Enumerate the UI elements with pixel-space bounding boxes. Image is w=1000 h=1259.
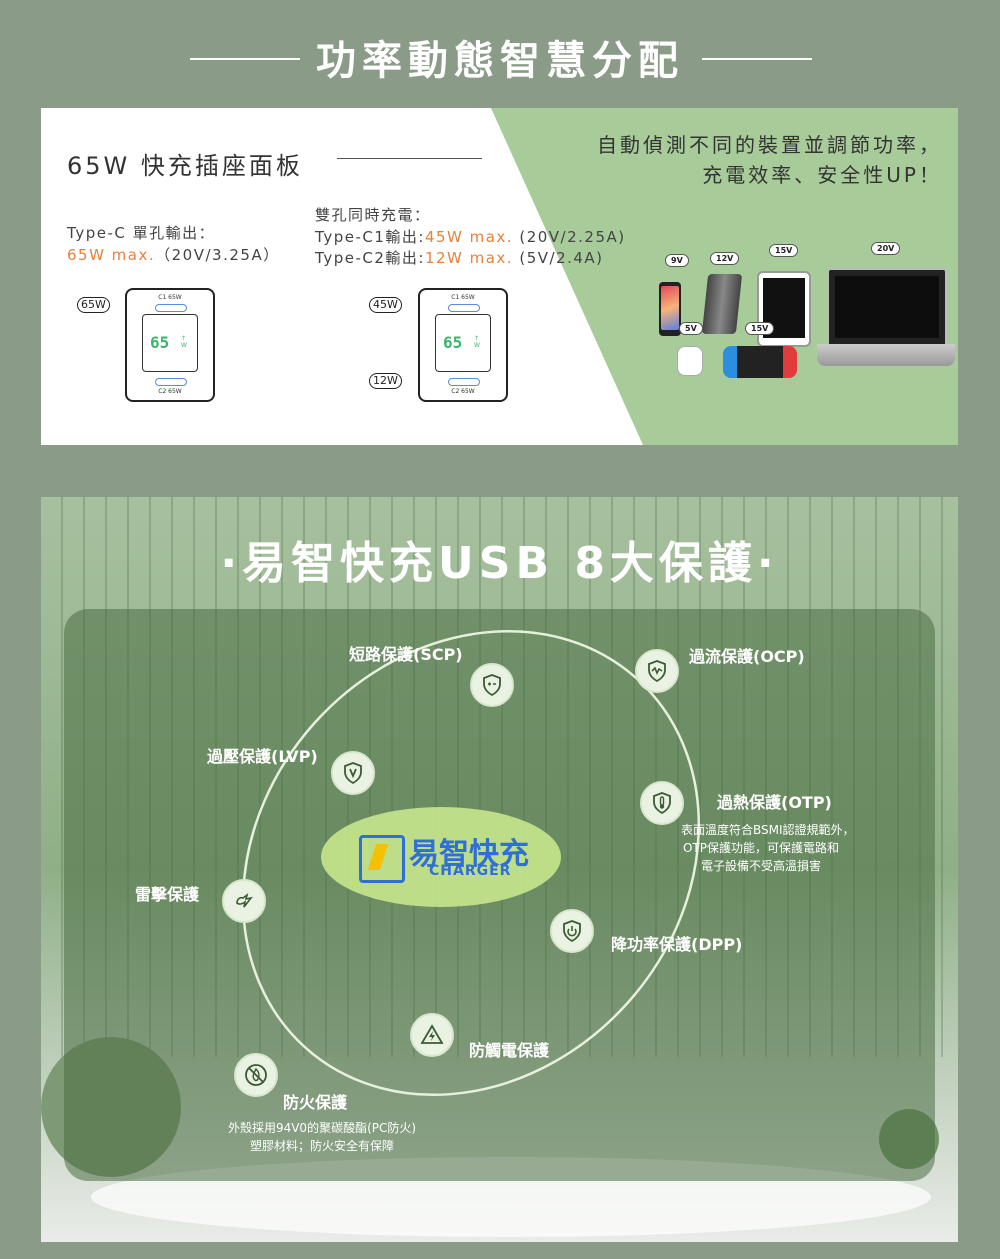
power-distribution-panel: 65W 快充插座面板 Type-C 單孔輸出： 65W max.（20V/3.2… [41, 108, 958, 445]
display-unit: ↑W [474, 335, 480, 349]
title-line-right [702, 58, 812, 60]
protections-panel: ·易智快充USB 8大保護· 易智快充 CHARGER 短路保護(SCP) 過流… [41, 497, 958, 1242]
ez-logo-icon [359, 835, 405, 883]
shield-v-icon [331, 751, 375, 795]
dual-c1-line: Type-C1輸出:45W max. (20V/2.25A) [315, 226, 626, 247]
c1-port-label: C1 65W [158, 294, 182, 301]
c1-prefix: Type-C1輸出: [315, 228, 425, 246]
c2-max: 12W max. [424, 249, 514, 267]
title-line-left [190, 58, 300, 60]
display-screen: 65 ↑W [435, 314, 491, 372]
display-screen: 65 ↑W [142, 314, 198, 372]
thermometer-shield-icon [640, 781, 684, 825]
label-dpp: 降功率保護(DPP) [611, 935, 743, 954]
c2-prefix: Type-C2輸出: [315, 249, 425, 267]
brand-name: 易智快充 [409, 837, 529, 872]
c2-port-label: C2 65W [451, 388, 475, 395]
label-fire: 防火保護 [283, 1093, 348, 1112]
display-value: 65 [443, 333, 463, 352]
earbuds-icon [677, 346, 703, 376]
tablet-icon [757, 271, 811, 347]
label-lightning: 雷擊保護 [135, 885, 200, 904]
c1-max: 45W max. [424, 228, 514, 246]
badge-15v-tablet: 15V [769, 244, 799, 257]
single-output-max: 65W max. [67, 246, 156, 264]
section2-title: ·易智快充USB 8大保護· [220, 538, 779, 589]
charger-socket-single: C1 65W 65 ↑W C2 65W [125, 288, 215, 402]
single-output-value: 65W max.（20V/3.25A） [67, 244, 280, 265]
no-fire-icon [234, 1053, 278, 1097]
charger-socket-dual: C1 65W 65 ↑W C2 65W [418, 288, 508, 402]
shield-wave-icon [635, 649, 679, 693]
label-otp: 過熱保護(OTP) [717, 793, 832, 812]
badge-15v-console: 15V [745, 322, 775, 335]
auto-detect-line1: 自動偵測不同的裝置並調節功率， [597, 133, 942, 157]
c2-port-label: C2 65W [158, 388, 182, 395]
usb-c-port-icon [448, 304, 480, 312]
label-ocp: 過流保護(OCP) [689, 647, 805, 666]
badge-9v: 9V [665, 254, 689, 267]
shield-plus-minus-icon [470, 663, 514, 707]
pill-65w: 65W [77, 297, 110, 313]
c1-port-label: C1 65W [451, 294, 475, 301]
otp-description: 表面溫度符合BSMI認證規範外， OTP保護功能，可保護電路和 電子設備不受高溫… [681, 823, 855, 873]
brand-sub: CHARGER [429, 863, 512, 879]
c2-spec: (5V/2.4A) [519, 249, 604, 267]
dual-output-label: 雙孔同時充電： [315, 206, 431, 224]
heading-underline [337, 158, 482, 159]
display-unit: ↑W [181, 335, 187, 349]
game-console-icon [723, 346, 797, 378]
display-value: 65 [150, 333, 170, 352]
c1-spec: (20V/2.25A) [519, 228, 626, 246]
laptop-icon [827, 268, 947, 348]
fire-description: 外殼採用94V0的聚碳酸酯(PC防火) 塑膠材料；防火安全有保障 [227, 1121, 417, 1153]
electric-warning-icon [410, 1013, 454, 1057]
auto-detect-line2: 充電效率、安全性UP！ [702, 163, 942, 187]
pill-45w: 45W [369, 297, 402, 313]
badge-12v: 12V [710, 252, 740, 265]
auto-detect-text: 自動偵測不同的裝置並調節功率， 充電效率、安全性UP！ [597, 130, 942, 190]
smartphone-icon [659, 282, 681, 336]
label-lvp: 過壓保護(LVP) [207, 747, 318, 766]
usb-c-port-icon [155, 378, 187, 386]
single-output-spec: （20V/3.25A） [155, 246, 280, 264]
lightning-hand-icon [222, 879, 266, 923]
dual-c2-line: Type-C2輸出:12W max. (5V/2.4A) [315, 247, 604, 268]
single-output-label: Type-C 單孔輸出： [67, 224, 216, 242]
badge-20v: 20V [871, 242, 901, 255]
label-scp: 短路保護(SCP) [349, 645, 463, 664]
usb-c-port-icon [155, 304, 187, 312]
panel-heading: 65W 快充插座面板 [67, 152, 303, 180]
pill-12w: 12W [369, 373, 402, 389]
label-shock: 防觸電保護 [469, 1041, 550, 1060]
badge-5v: 5V [679, 322, 703, 335]
powerbank-icon [701, 274, 743, 334]
usb-c-port-icon [448, 378, 480, 386]
section1-title: 功率動態智慧分配 [316, 38, 684, 84]
power-shield-icon [550, 909, 594, 953]
laptop-keyboard-icon [817, 344, 955, 366]
